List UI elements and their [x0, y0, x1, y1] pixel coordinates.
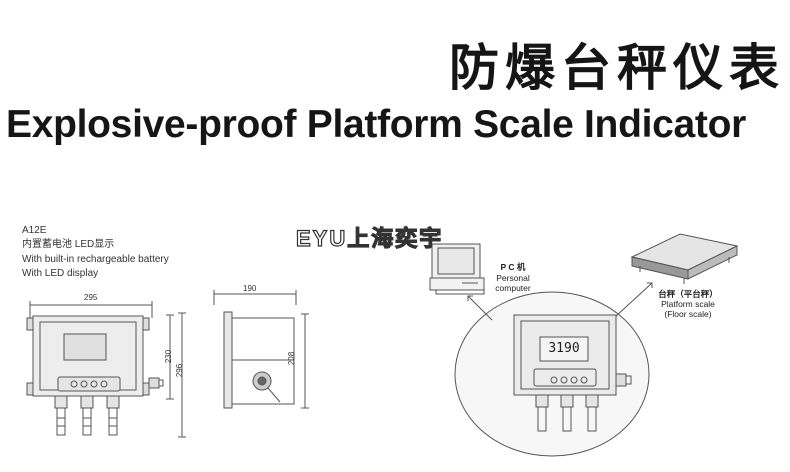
side-view	[213, 290, 309, 409]
dim-depth-height: 208	[287, 351, 297, 366]
scale-label-cn: 台秤（平台秤）	[658, 289, 718, 299]
pc-label-en-2: computer	[495, 283, 531, 293]
pc-label-cn: P C 机	[500, 262, 526, 272]
watermark-text: EYU上海奕宇	[295, 225, 444, 251]
scale-label-en-2: (Floor scale)	[664, 309, 712, 319]
spec-line-en-1: With built-in rechargeable battery	[22, 254, 169, 265]
dim-depth: 190	[243, 284, 257, 293]
pc-label-en-1: Personal	[496, 273, 530, 283]
title-chinese: 防爆台秤仪表	[449, 39, 785, 97]
front-view	[26, 301, 186, 438]
dim-height-inner: 230	[164, 349, 174, 364]
display-reading: 3190	[548, 341, 580, 356]
title-english: Explosive-proof Platform Scale Indicator	[6, 103, 747, 146]
model-label: A12E	[22, 225, 47, 236]
scale-label-en-1: Platform scale	[661, 299, 715, 309]
system-diagram	[429, 233, 739, 457]
dim-height-outer: 296	[175, 363, 185, 378]
dim-width: 295	[84, 293, 98, 302]
spec-line-en-2: With LED display	[22, 268, 99, 279]
spec-line-cn: 内置蓄电池 LED显示	[22, 239, 115, 250]
